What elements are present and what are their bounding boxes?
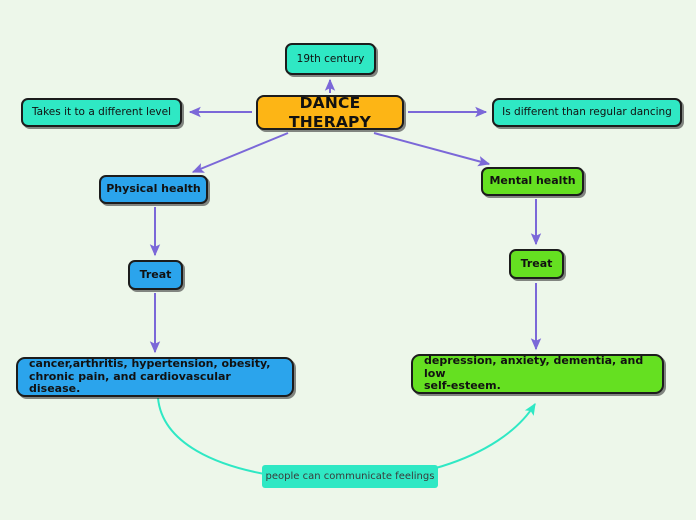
node-physical-conditions[interactable]: cancer,arthritis, hypertension, obesity,…	[16, 357, 294, 397]
node-treat-physical[interactable]: Treat	[128, 260, 183, 290]
node-mental-conditions-line2: self-esteem.	[424, 379, 501, 393]
node-is-different-than-regular-dancing[interactable]: Is different than regular dancing	[492, 98, 682, 127]
node-physical-conditions-text: cancer,arthritis, hypertension, obesity,…	[29, 356, 281, 397]
node-treat-physical-label: Treat	[139, 267, 172, 281]
node-mental-conditions-line1: depression, anxiety, dementia, and low	[424, 353, 644, 380]
node-physical-conditions-line2: chronic pain, and cardiovascular disease…	[29, 369, 231, 396]
edge-center-to-physical	[191, 132, 289, 173]
node-mental-conditions-text: depression, anxiety, dementia, and low s…	[424, 353, 651, 394]
node-takes-it-to-a-different-level-label: Takes it to a different level	[31, 106, 171, 119]
node-treat-mental-label: Treat	[520, 256, 553, 270]
node-physical-conditions-line1: cancer,arthritis, hypertension, obesity,	[29, 356, 271, 370]
node-dance-therapy-label: DANCE THERAPY	[288, 94, 372, 131]
node-people-can-communicate-feelings-label: people can communicate feelings	[265, 471, 435, 482]
node-mental-health-label: Mental health	[489, 174, 576, 188]
node-physical-health-label: Physical health	[106, 182, 201, 196]
node-dance-therapy[interactable]: DANCE THERAPY	[256, 94, 404, 131]
node-mental-health[interactable]: Mental health	[481, 167, 584, 196]
node-is-different-than-regular-dancing-label: Is different than regular dancing	[502, 106, 672, 119]
edge-center-to-mental	[373, 132, 491, 167]
node-19th-century-label: 19th century	[296, 52, 365, 65]
node-takes-it-to-a-different-level[interactable]: Takes it to a different level	[21, 98, 182, 127]
node-treat-mental[interactable]: Treat	[509, 249, 564, 279]
node-physical-health[interactable]: Physical health	[99, 175, 208, 204]
node-people-can-communicate-feelings[interactable]: people can communicate feelings	[262, 465, 438, 488]
node-mental-conditions[interactable]: depression, anxiety, dementia, and low s…	[411, 354, 664, 394]
node-19th-century[interactable]: 19th century	[285, 43, 376, 75]
